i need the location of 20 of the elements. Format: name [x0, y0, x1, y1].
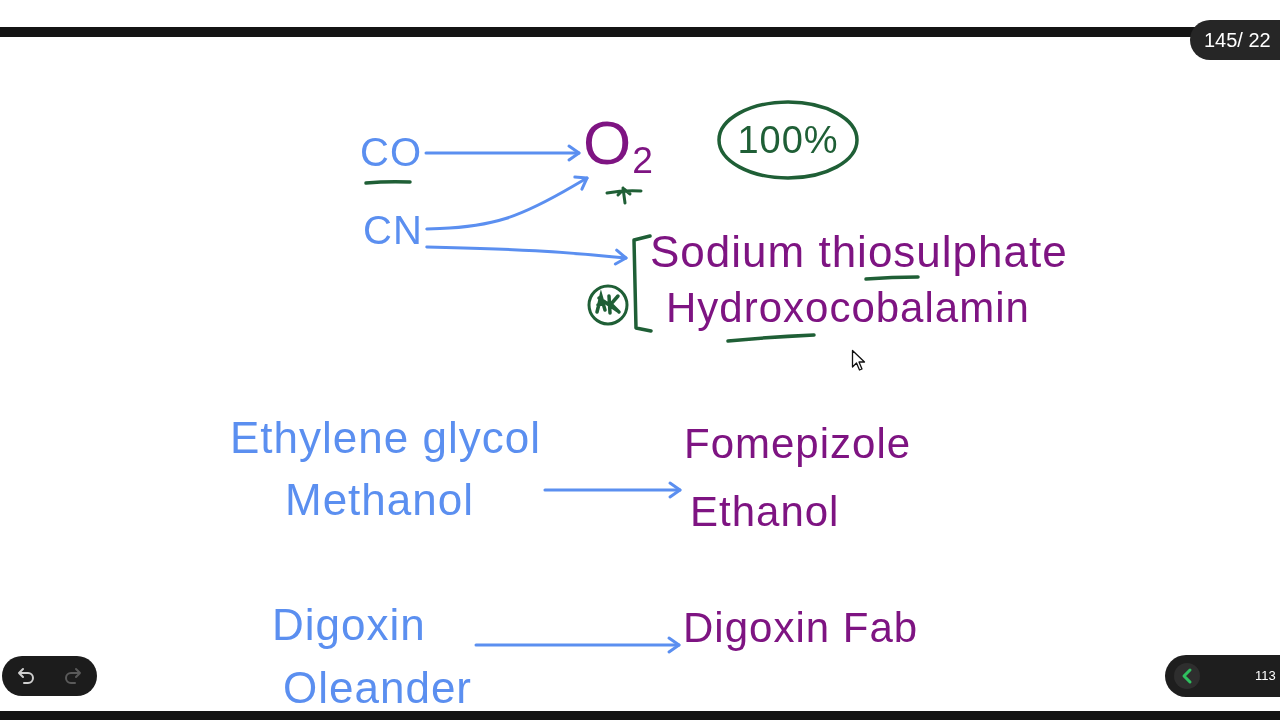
arrow: [474, 636, 681, 654]
antidote-label: Sodium thiosulphate: [650, 230, 1068, 274]
antidote-label: Hydroxocobalamin: [666, 287, 1030, 329]
poison-label: Digoxin: [272, 603, 426, 647]
antidote-label: Digoxin Fab: [683, 607, 919, 649]
arrow: [425, 245, 628, 266]
formula-label: O$_{2}$: [583, 112, 654, 174]
poison-label: Oleander: [283, 666, 472, 710]
poison-label: CN: [363, 210, 423, 250]
poison-label: Ethylene glycol: [230, 416, 541, 460]
arrow: [425, 175, 589, 231]
poison-label: Methanol: [285, 478, 474, 522]
arrow: [424, 144, 581, 162]
page-number-text: 113: [1255, 668, 1276, 684]
percentage-label: 100%: [737, 121, 839, 159]
arrow: [543, 481, 682, 499]
page-counter: 145/ 22: [1190, 20, 1280, 60]
poison-label: CO: [360, 132, 422, 172]
antidote-label: Fomepizole: [684, 423, 912, 465]
antidote-label: Ethanol: [690, 491, 840, 533]
